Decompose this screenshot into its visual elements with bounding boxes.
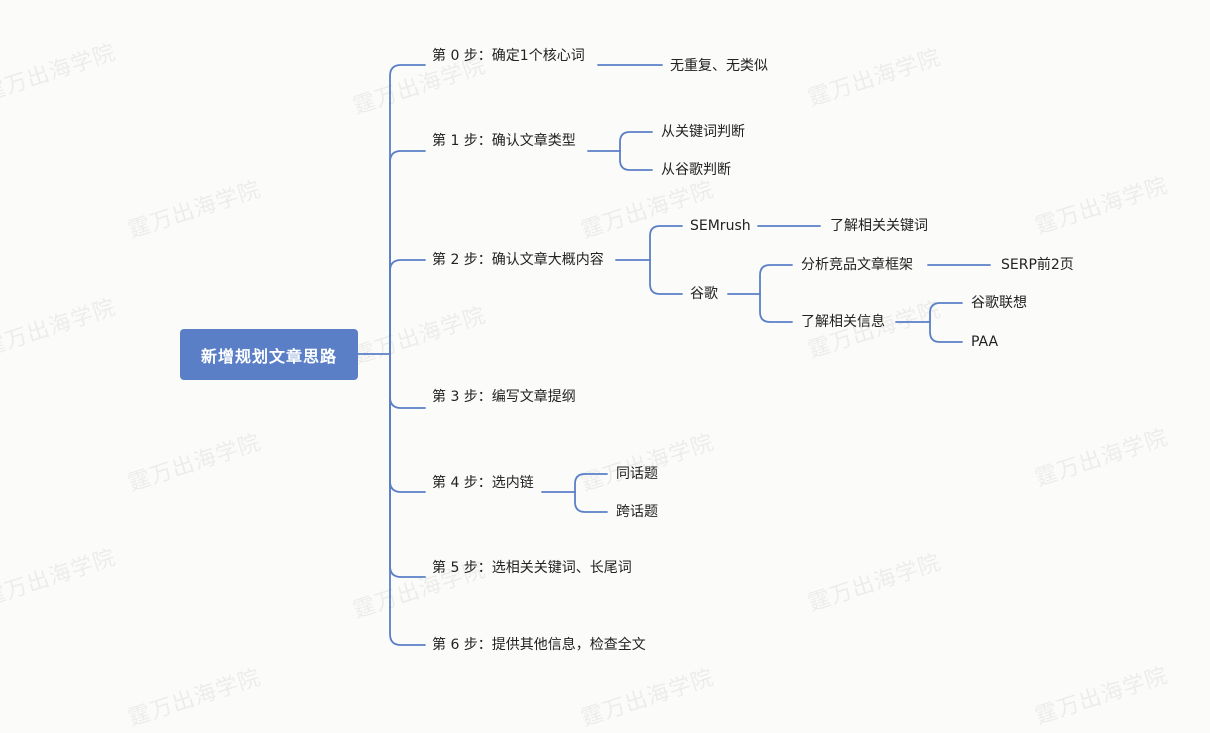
- step-1-child-node[interactable]: 从关键词判断: [661, 124, 745, 140]
- connector: [929, 302, 963, 323]
- related-keywords-node[interactable]: 了解相关关键词: [830, 218, 928, 234]
- connector: [574, 491, 608, 513]
- connector: [389, 353, 426, 493]
- step-1-child-node[interactable]: 从谷歌判断: [661, 162, 731, 178]
- connector: [389, 259, 426, 355]
- step-0-child-node[interactable]: 无重复、无类似: [670, 58, 768, 74]
- connector: [649, 259, 683, 295]
- root-topic[interactable]: 新增规划文章思路: [180, 329, 358, 380]
- step-2-node[interactable]: 第 2 步：确认文章大概内容: [432, 252, 604, 268]
- connector-lines: [357, 64, 991, 646]
- step-0-node[interactable]: 第 0 步：确定1个核心词: [432, 48, 585, 64]
- connector: [574, 473, 608, 493]
- serp-node[interactable]: SERP前2页: [1001, 257, 1074, 273]
- google-node[interactable]: 谷歌: [690, 286, 718, 302]
- step-3-node[interactable]: 第 3 步：编写文章提纲: [432, 389, 576, 405]
- mind-map: 新增规划文章思路 第 0 步：确定1个核心词 无重复、无类似 第 1 步：确认文…: [180, 48, 1074, 653]
- connector: [619, 131, 653, 152]
- connector: [619, 150, 653, 171]
- step-5-node[interactable]: 第 5 步：选相关关键词、长尾词: [432, 560, 632, 576]
- connector: [389, 353, 426, 409]
- step-4-node[interactable]: 第 4 步：选内链: [432, 475, 534, 491]
- step-1-node[interactable]: 第 1 步：确认文章类型: [432, 133, 576, 149]
- google-suggest-node[interactable]: 谷歌联想: [971, 295, 1027, 311]
- related-info-node[interactable]: 了解相关信息: [801, 314, 885, 330]
- connector: [649, 225, 683, 261]
- connector: [389, 150, 426, 355]
- connector: [389, 353, 426, 646]
- step-4-child-node[interactable]: 同话题: [616, 466, 658, 482]
- step-6-node[interactable]: 第 6 步：提供其他信息，检查全文: [432, 637, 646, 653]
- connector: [759, 293, 793, 323]
- semrush-node[interactable]: SEMrush: [690, 218, 751, 234]
- connector: [759, 264, 793, 295]
- paa-node[interactable]: PAA: [971, 334, 999, 350]
- connector: [389, 353, 426, 578]
- step-4-child-node[interactable]: 跨话题: [616, 504, 658, 520]
- competitor-analysis-node[interactable]: 分析竞品文章框架: [801, 257, 913, 273]
- connector: [389, 64, 426, 355]
- connector: [929, 321, 963, 343]
